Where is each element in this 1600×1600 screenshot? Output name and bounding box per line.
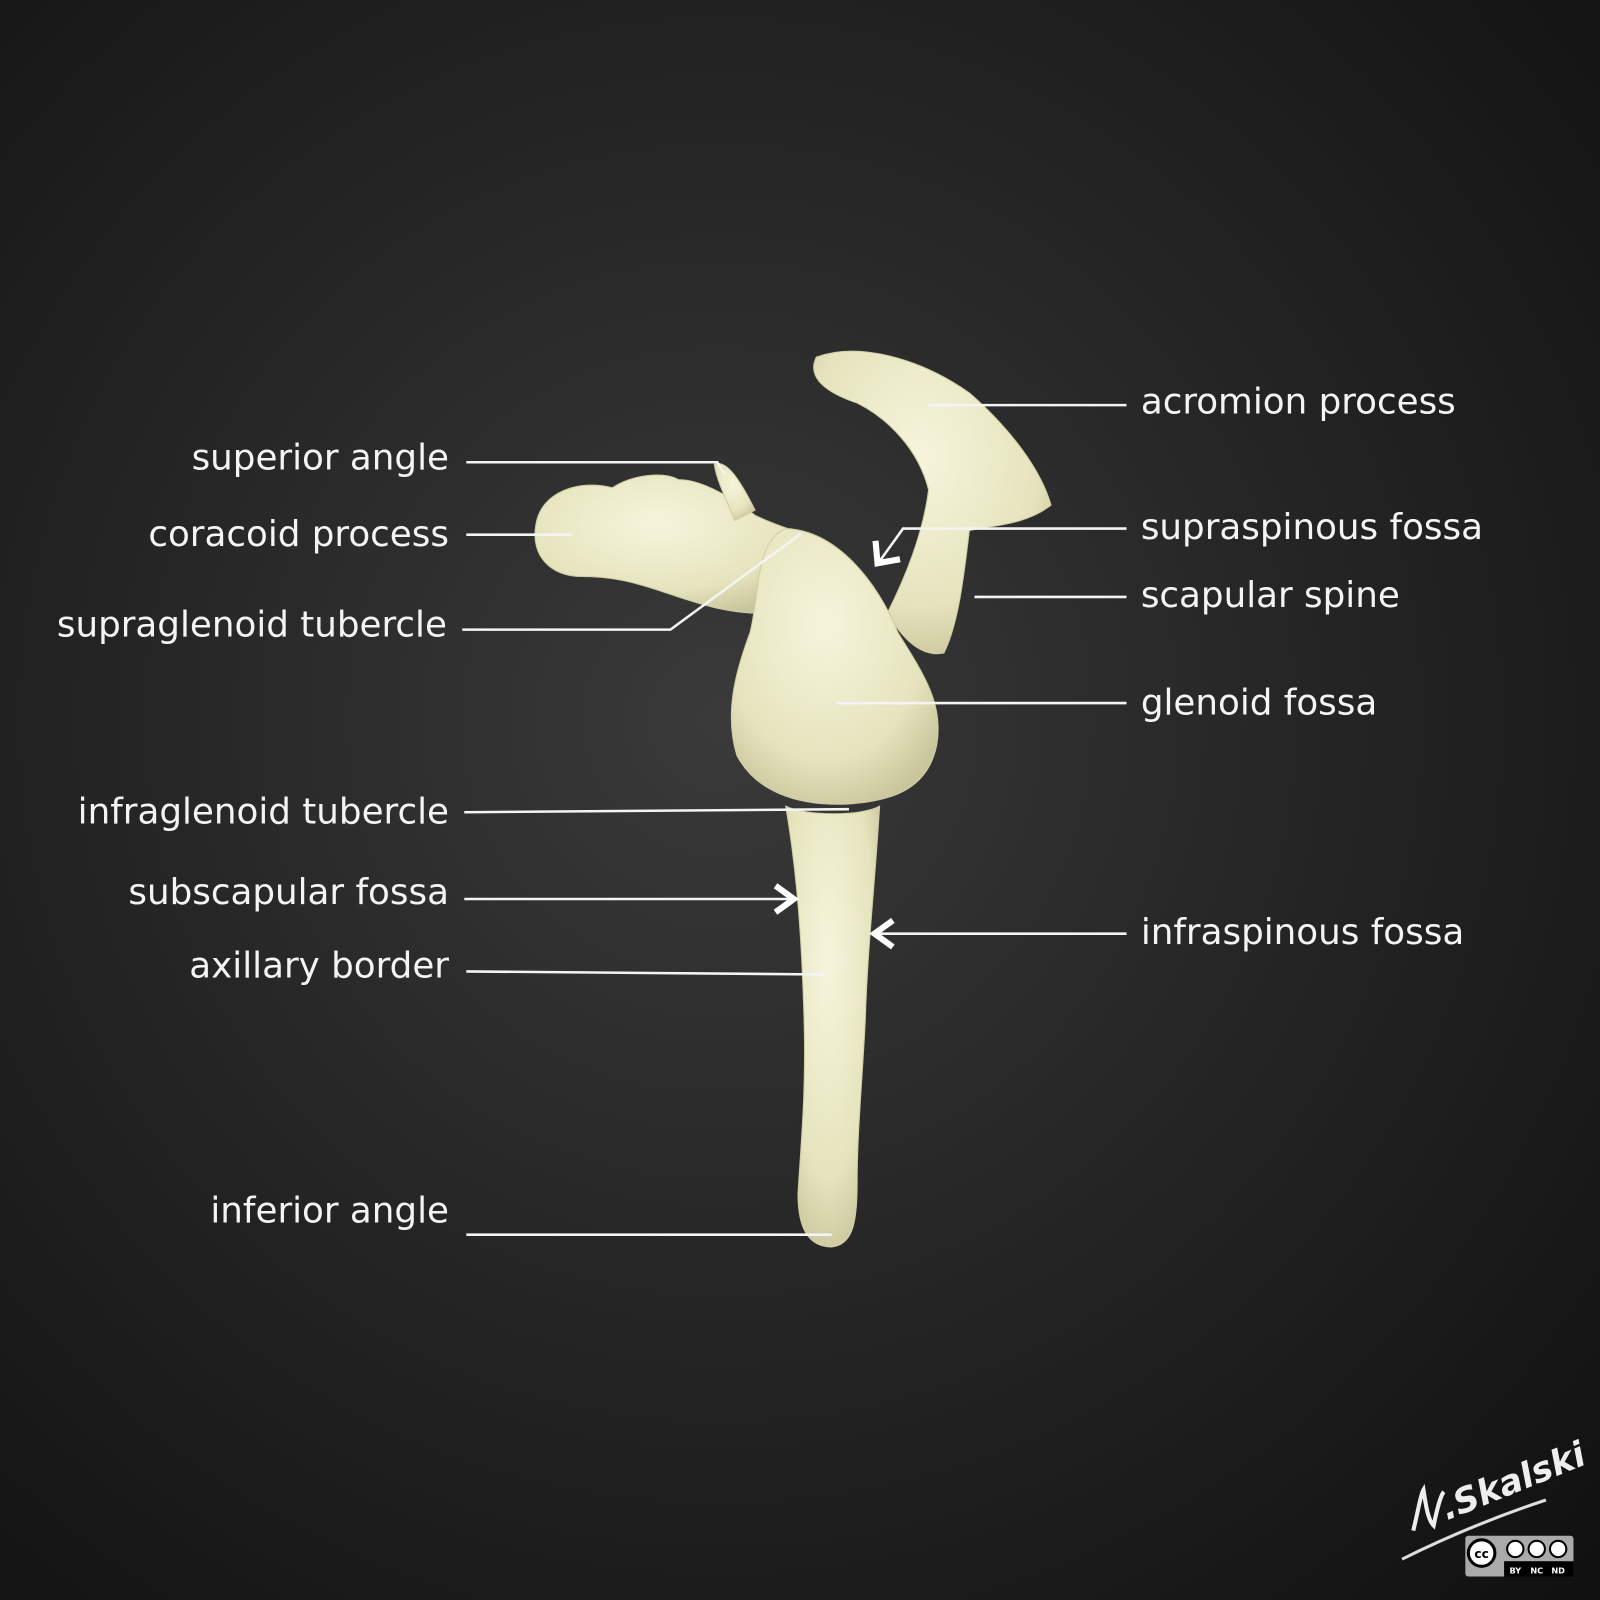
label-scapular-spine: scapular spine [1141,575,1400,616]
leader-infraglenoid-tubercle [464,807,849,814]
label-infraspinous-fossa: infraspinous fossa [1141,912,1464,953]
superior-angle-shape [713,463,756,522]
by-icon [1506,1539,1525,1559]
cc-icon [1466,1538,1497,1568]
label-supraspinous-fossa: supraspinous fossa [1141,507,1483,548]
nc-icon [1527,1539,1546,1559]
nd-icon [1548,1539,1568,1559]
label-glenoid-fossa: glenoid fossa [1141,682,1377,723]
signature-text: .Skalski [1435,1434,1592,1528]
svg-text:NC: NC [1530,1565,1543,1575]
leader-superior-angle [466,460,726,476]
glenoid-shape [730,528,939,805]
label-infraglenoid-tubercle: infraglenoid tubercle [78,791,449,832]
left-leaders [462,460,849,1236]
label-superior-angle: superior angle [192,437,449,478]
svg-text:cc: cc [1474,1547,1489,1561]
right-leaders [836,403,1127,950]
cc-license-badge: cc BY NC ND [1465,1535,1574,1577]
scapula-bone [534,350,1052,1248]
arrow-subscapular-fossa [773,883,800,915]
leader-supraspinous-fossa [878,527,1127,562]
leader-supraglenoid-tubercle [462,532,802,631]
arrow-supraspinous-fossa [872,540,901,567]
svg-text:BY: BY [1509,1565,1521,1575]
label-inferior-angle: inferior angle [210,1190,449,1231]
label-subscapular-fossa: subscapular fossa [128,872,449,913]
label-axillary-border: axillary border [189,946,449,987]
arrow-infraspinous-fossa [869,917,895,950]
leader-axillary-border [466,970,827,976]
label-acromion-process: acromion process [1141,381,1456,422]
acromion-shape [813,350,1052,655]
label-coracoid-process: coracoid process [148,514,449,555]
blade-shape [785,805,881,1248]
label-supraglenoid-tubercle: supraglenoid tubercle [57,605,447,646]
svg-text:ND: ND [1551,1565,1565,1575]
